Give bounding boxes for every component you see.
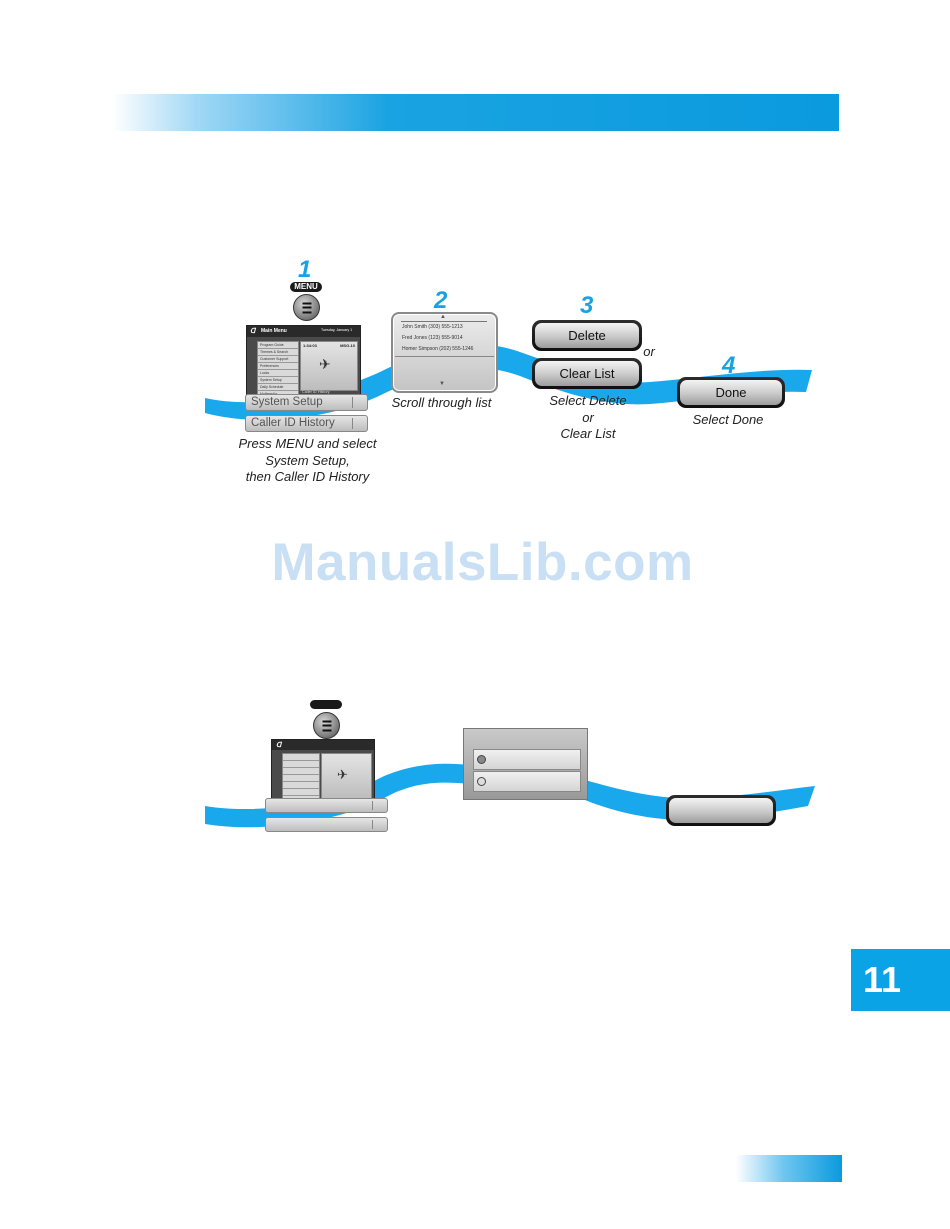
tv-thumbnail: ᗡ Main Menu Tuesday, January 1 Program G…: [246, 325, 361, 400]
options-dialog: [463, 728, 588, 800]
radio-icon[interactable]: [477, 755, 486, 764]
caption-line: Scroll through list: [391, 395, 492, 410]
done-button-label: Done: [680, 380, 782, 405]
airplane-icon: ✈: [337, 767, 348, 782]
chapter-tab: 11: [851, 949, 950, 1011]
tv-menu-item: Locks: [258, 370, 298, 377]
clear-list-button-label: Clear List: [535, 361, 639, 386]
tv-menu-item: [283, 782, 319, 789]
caller-entry[interactable]: Fred Jones (123) 555-9014: [402, 335, 463, 341]
scroll-down-icon[interactable]: ▼: [439, 381, 445, 387]
airplane-icon: ✈: [319, 356, 331, 372]
menu-button-icon-2[interactable]: [313, 712, 340, 739]
tv-footer: Caller ID History: [302, 390, 330, 394]
caption-line: Select Delete: [549, 393, 627, 408]
tv-menu-item: [283, 761, 319, 768]
step-3-caption: Select Delete or Clear List: [530, 393, 646, 443]
tv-menu-item: [283, 768, 319, 775]
dish-logo-icon: ᗡ: [276, 742, 282, 749]
menu-label: MENU: [290, 282, 322, 292]
tv-menu-item: [283, 754, 319, 761]
tv-menu-list-2: [282, 753, 320, 801]
step-2-number: 2: [434, 287, 448, 314]
watermark: ManualsLib.com: [271, 533, 694, 592]
caption-line: or: [582, 409, 594, 425]
tv-menu-item: Preferences: [258, 363, 298, 370]
caption-line: Clear List: [560, 426, 616, 441]
tv-video-preview: 1:34:03 MSG-10 ✈: [300, 341, 358, 391]
tv-menu-item: Daily Schedule: [258, 384, 298, 391]
menu-bar-blank-1[interactable]: [265, 798, 388, 813]
tv-menu-item: Themes & Search: [258, 349, 298, 356]
tv-menu-item: [283, 775, 319, 782]
caption-line: then Caller ID History: [245, 469, 370, 484]
option-row-2[interactable]: [473, 771, 581, 792]
remote-pill-icon: [310, 700, 342, 709]
footer-bar: [736, 1155, 842, 1182]
tv-video-preview-2: ✈: [321, 753, 372, 799]
caption-line: System Setup,: [265, 452, 350, 468]
step-1-caption: Press MENU and select System Setup, then…: [220, 436, 395, 486]
caller-entry[interactable]: John Smith (303) 555-1213: [402, 324, 463, 330]
scroll-up-icon[interactable]: ▲: [440, 314, 446, 320]
or-label: or: [643, 344, 655, 359]
system-setup-bar[interactable]: System Setup: [245, 394, 368, 411]
done-button[interactable]: Done: [677, 377, 785, 408]
caller-id-history-label: Caller ID History: [251, 417, 335, 429]
caller-entry[interactable]: Homer Simpson (202) 555-1246: [402, 346, 474, 352]
tv-menu-item: [283, 789, 319, 796]
delete-button[interactable]: Delete: [532, 320, 642, 351]
menu-bar-blank-2[interactable]: [265, 817, 388, 832]
tv-menu-item: Program Guide: [258, 342, 298, 349]
delete-button-label: Delete: [535, 323, 639, 348]
system-setup-label: System Setup: [251, 396, 323, 408]
caption-line: Select Done: [692, 412, 764, 427]
caller-list: John Smith (303) 555-1213 Fred Jones (12…: [402, 322, 473, 355]
tv-menu-item: Customer Support: [258, 356, 298, 363]
radio-icon[interactable]: [477, 777, 486, 786]
step-2-caption: Scroll through list: [375, 395, 508, 412]
tv-video-channel: MSG-10: [340, 343, 355, 348]
menu-button-icon[interactable]: [293, 294, 320, 321]
dish-logo-icon: ᗡ: [250, 328, 256, 335]
ribbon-bottom: [205, 763, 815, 828]
caller-id-history-bar[interactable]: Caller ID History: [245, 415, 368, 432]
tv-menu-list: Program Guide Themes & Search Customer S…: [257, 341, 299, 399]
step-1-number: 1: [298, 256, 312, 283]
tv-date: Tuesday, January 1: [321, 328, 353, 332]
tv-video-time: 1:34:03: [303, 343, 317, 348]
option-row-1[interactable]: [473, 749, 581, 770]
clear-list-button[interactable]: Clear List: [532, 358, 642, 389]
step-4-caption: Select Done: [672, 412, 784, 429]
tv-title: Main Menu: [261, 328, 287, 334]
blank-action-button[interactable]: [666, 795, 776, 826]
caption-line: Press MENU and select: [238, 436, 377, 451]
caller-list-screen: ▲ John Smith (303) 555-1213 Fred Jones (…: [391, 312, 498, 393]
tv-menu-item: System Setup: [258, 377, 298, 384]
step-3-number: 3: [580, 292, 594, 319]
step-4-number: 4: [722, 352, 736, 379]
tv-thumbnail-2: ᗡ ✈: [271, 739, 375, 802]
header-bar: [112, 94, 839, 131]
